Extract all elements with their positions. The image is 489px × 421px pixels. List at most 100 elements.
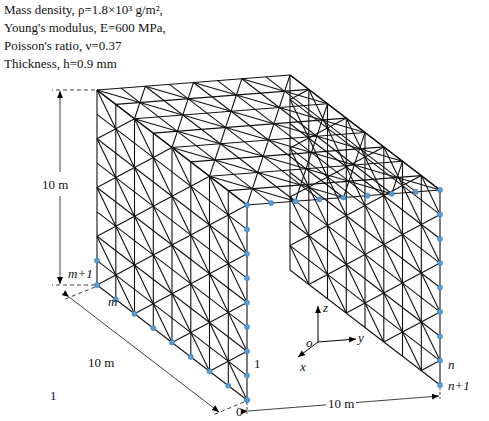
dimension-label: 10 m [326, 396, 356, 411]
mesh-edge [191, 333, 210, 372]
mesh-edge [346, 264, 365, 303]
mesh-edge [97, 236, 116, 275]
mesh-edge [421, 322, 440, 361]
mesh-edge [177, 115, 182, 131]
mesh-edge [403, 273, 422, 283]
mesh-edge [421, 273, 440, 312]
axis-label: y [358, 330, 364, 345]
mesh-edge [116, 178, 135, 217]
boundary-node [226, 383, 231, 388]
mesh-edge [365, 254, 384, 293]
boundary-node [244, 373, 249, 378]
mesh-edge [228, 264, 247, 303]
mesh-edge [220, 144, 263, 157]
node-number: n [448, 357, 455, 372]
mesh-edge [274, 124, 317, 137]
mesh-edge [210, 274, 229, 313]
mesh-edge [365, 206, 384, 245]
mesh-edge [421, 361, 440, 371]
mesh-edge [188, 99, 231, 112]
boundary-node [244, 397, 249, 402]
mesh-edge [153, 206, 172, 245]
mesh-edge [228, 303, 247, 313]
mesh-edge [228, 205, 247, 215]
mesh-edge [384, 196, 403, 235]
mesh-edge [263, 156, 306, 169]
mesh-edge [115, 104, 116, 299]
boundary-nodes [94, 187, 442, 402]
mesh-edge [289, 75, 290, 270]
mesh-edge [116, 119, 135, 129]
mesh-edge [365, 293, 384, 303]
node-number: n+1 [448, 378, 470, 393]
mesh-edge [354, 165, 397, 178]
mesh-edge [231, 95, 236, 111]
boundary-node [151, 326, 156, 331]
mesh-edge [145, 86, 188, 99]
mesh-edge [328, 216, 347, 226]
mesh-edge [172, 245, 191, 284]
axis-label: z [323, 300, 328, 315]
mesh-edge [210, 313, 229, 323]
mesh-edge [210, 323, 229, 362]
mesh-edge [116, 275, 135, 314]
boundary-node [169, 340, 174, 345]
mesh-edge [403, 283, 422, 322]
boundary-node [437, 212, 442, 217]
extension-line [63, 287, 95, 300]
mesh-edge [346, 254, 365, 264]
dimension-line [69, 297, 219, 412]
mesh-edge [290, 124, 440, 239]
boundary-node [188, 354, 193, 359]
mesh-edge [172, 196, 191, 235]
dimension-lines [52, 90, 440, 415]
mesh-group [97, 75, 440, 400]
mesh-edge [231, 111, 274, 124]
dimension-line [60, 91, 61, 172]
mesh-edge [116, 129, 135, 168]
mesh-edge [135, 206, 154, 216]
boundary-node [365, 193, 370, 198]
mesh-edge [279, 108, 322, 121]
mesh-edge [269, 140, 312, 153]
mesh-edge [135, 103, 140, 119]
mesh-edge [247, 190, 440, 205]
mesh-edge [228, 313, 247, 352]
mesh-edge [346, 206, 365, 216]
mesh-edge [210, 225, 229, 264]
mesh-edge [135, 255, 154, 265]
mesh-edge [210, 361, 229, 371]
mesh-edge [97, 139, 247, 254]
boundary-node [437, 358, 442, 363]
mesh-edge [252, 189, 295, 202]
boundary-node [207, 369, 212, 374]
mesh-edge [191, 186, 210, 225]
mesh-edge [140, 103, 183, 116]
mesh-edge [309, 274, 328, 284]
mesh-edge [116, 226, 135, 265]
mesh-edge [228, 361, 247, 400]
mesh-edge [421, 263, 440, 273]
mesh-edge [384, 244, 403, 283]
mesh-edge [354, 149, 359, 165]
mesh-edge [258, 173, 301, 186]
mesh-edge [365, 303, 384, 342]
mesh-edge [97, 139, 116, 178]
mesh-edge [290, 197, 309, 236]
mesh-edge [153, 196, 172, 206]
boundary-node [269, 201, 274, 206]
mesh-edge [135, 304, 154, 314]
mesh-edge [97, 90, 116, 129]
dimension-line [248, 396, 439, 411]
mesh-edge [210, 176, 253, 189]
mesh-edge [172, 148, 215, 161]
mesh-edge [97, 275, 116, 285]
mesh-edge [252, 173, 257, 189]
mesh-edge [183, 115, 226, 128]
boundary-node [317, 197, 322, 202]
mesh-edge [172, 333, 191, 343]
node-number: 1 [254, 356, 261, 371]
extension-line [52, 90, 95, 91]
mesh-edge [135, 119, 154, 158]
boundary-node [94, 282, 99, 287]
